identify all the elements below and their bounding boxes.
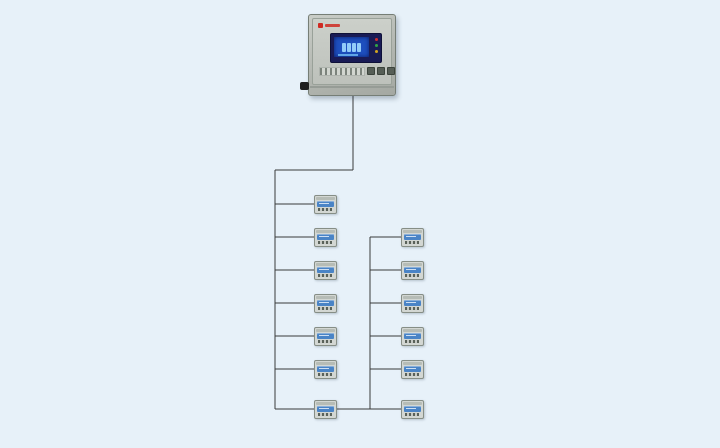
panel-button	[377, 67, 385, 75]
controller-front-panel	[312, 18, 395, 85]
detector-label-band	[317, 267, 334, 273]
detector-top-strip	[316, 402, 335, 405]
detector-terminal-row	[318, 373, 332, 376]
detector-label-band	[404, 267, 421, 273]
detector-top-strip	[316, 197, 335, 200]
alarm-controller	[300, 14, 396, 96]
detector-label-band	[404, 300, 421, 306]
gas-detector-module	[401, 261, 424, 280]
detector-terminal-row	[318, 274, 332, 277]
detector-terminal-row	[318, 241, 332, 244]
panel-label-strip	[319, 67, 365, 76]
detector-terminal-row	[318, 307, 332, 310]
detector-label-band	[317, 366, 334, 372]
gas-detector-module	[314, 261, 337, 280]
detector-top-strip	[403, 230, 422, 233]
gas-detector-module	[314, 228, 337, 247]
enclosure-seam	[310, 86, 394, 88]
gas-detector-module	[314, 294, 337, 313]
logo-wordmark	[325, 23, 340, 27]
detector-terminal-row	[318, 413, 332, 416]
screen-digit	[357, 42, 361, 52]
detector-terminal-row	[318, 208, 332, 211]
detector-label-band	[404, 406, 421, 412]
logo-mark-icon	[318, 22, 323, 28]
gas-detector-module	[401, 294, 424, 313]
lcd-screen	[334, 37, 369, 57]
detector-top-strip	[403, 296, 422, 299]
detector-label-band	[317, 406, 334, 412]
detector-terminal-row	[405, 274, 419, 277]
gas-detector-module	[401, 400, 424, 419]
screen-digit	[342, 42, 346, 52]
detector-label-band	[317, 333, 334, 339]
detector-top-strip	[316, 362, 335, 365]
detector-terminal-row	[318, 340, 332, 343]
status-led-column	[375, 38, 378, 53]
gas-detector-module	[401, 228, 424, 247]
panel-button	[387, 67, 395, 75]
power-led	[375, 44, 378, 47]
detector-top-strip	[403, 329, 422, 332]
detector-label-band	[317, 234, 334, 240]
detector-terminal-row	[405, 307, 419, 310]
gas-detector-module	[314, 195, 337, 214]
detector-terminal-row	[405, 413, 419, 416]
detector-terminal-row	[405, 241, 419, 244]
detector-label-band	[404, 366, 421, 372]
side-conduit-fitting	[300, 82, 309, 90]
alarm-led	[375, 38, 378, 41]
screen-sub-line	[338, 54, 358, 56]
detector-top-strip	[316, 296, 335, 299]
controller-display	[330, 33, 382, 63]
detector-label-band	[317, 300, 334, 306]
gas-detector-module	[401, 360, 424, 379]
detector-label-band	[317, 201, 334, 207]
fault-led	[375, 50, 378, 53]
screen-digit	[347, 42, 351, 52]
detector-top-strip	[316, 230, 335, 233]
detector-top-strip	[403, 263, 422, 266]
detector-terminal-row	[405, 373, 419, 376]
brand-logo-icon	[318, 22, 340, 28]
detector-label-band	[404, 234, 421, 240]
detector-top-strip	[316, 329, 335, 332]
gas-detector-module	[401, 327, 424, 346]
detector-label-band	[404, 333, 421, 339]
gas-detector-module	[314, 327, 337, 346]
panel-buttons	[367, 67, 395, 75]
gas-detector-module	[314, 360, 337, 379]
screen-digit	[352, 42, 356, 52]
detector-top-strip	[403, 362, 422, 365]
panel-button	[367, 67, 375, 75]
detector-top-strip	[316, 263, 335, 266]
detector-top-strip	[403, 402, 422, 405]
detector-terminal-row	[405, 340, 419, 343]
gas-detector-module	[314, 400, 337, 419]
